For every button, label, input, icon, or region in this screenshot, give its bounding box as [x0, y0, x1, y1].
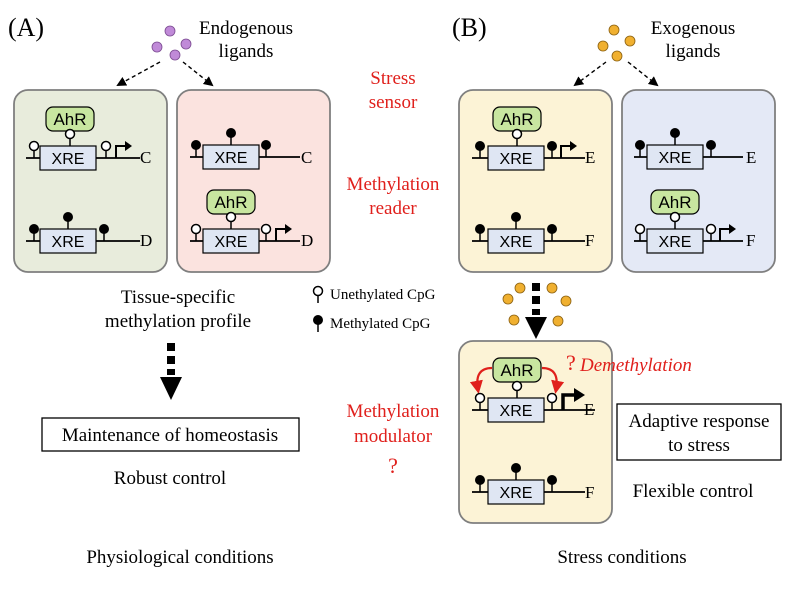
legend-unmethylated: Unethylated CpG [330, 287, 436, 303]
stress-sensor-line1: Stress [370, 68, 415, 89]
ligand-arrow-a-right [182, 61, 214, 87]
svg-text:XRE: XRE [500, 151, 533, 168]
robust-control: Robust control [114, 468, 226, 489]
panel-b-bottom-box: AhR XRE E XRE F [458, 340, 613, 524]
profile-line2: methylation profile [105, 311, 251, 332]
profile-line1: Tissue-specific [121, 287, 235, 308]
svg-text:XRE: XRE [215, 150, 248, 167]
stress-conditions: Stress conditions [557, 547, 686, 568]
svg-text:AhR: AhR [214, 193, 247, 212]
methylation-modulator-line1: Methylation [347, 401, 440, 422]
homeostasis-text: Maintenance of homeostasis [62, 425, 278, 446]
panel-a-label: (A) [8, 13, 44, 42]
methylation-reader-line1: Methylation [347, 174, 440, 195]
gene-d: D [140, 231, 152, 250]
flexible-control: Flexible control [633, 481, 754, 502]
ligand-arrow-b-right [627, 61, 659, 87]
adaptive-response-box [616, 403, 782, 461]
ligand-arrow-a-left [116, 61, 161, 86]
svg-text:XRE: XRE [659, 234, 692, 251]
svg-text:F: F [746, 231, 755, 250]
methylated-cpg-icon [312, 314, 324, 333]
methylation-reader-line2: reader [369, 198, 417, 219]
svg-text:XRE: XRE [500, 403, 533, 420]
physiological-conditions: Physiological conditions [86, 547, 273, 568]
svg-text:XRE: XRE [52, 151, 85, 168]
svg-text:XRE: XRE [215, 234, 248, 251]
panel-b-label: (B) [452, 13, 487, 42]
svg-text:AhR: AhR [500, 110, 533, 129]
modulator-question: ? [388, 453, 398, 478]
svg-text:E: E [584, 400, 594, 419]
exogenous-ligands-icon [597, 24, 636, 62]
panel-a-left-box: AhR XRE C XRE D [13, 89, 168, 273]
svg-text:E: E [585, 148, 595, 167]
svg-text:XRE: XRE [52, 234, 85, 251]
svg-text:C: C [301, 148, 312, 167]
legend: Unethylated CpG Methylated CpG [312, 285, 436, 333]
exogenous-label-line2: ligands [666, 41, 721, 62]
demethylation-arrow-right [541, 366, 565, 394]
endogenous-ligands-icon [151, 25, 192, 61]
svg-text:E: E [746, 148, 756, 167]
endogenous-label-line2: ligands [219, 41, 274, 62]
homeostasis-box [41, 417, 300, 452]
exogenous-label-line1: Exogenous [651, 18, 735, 39]
adaptive-response-line1: Adaptive response [629, 411, 770, 432]
panel-b-left-box: AhR XRE E XRE F [458, 89, 613, 273]
svg-text:AhR: AhR [658, 193, 691, 212]
panel-a-down-arrow [160, 343, 182, 400]
xre-box [39, 145, 97, 171]
svg-text:XRE: XRE [500, 234, 533, 251]
panel-b-right-box: XRE E AhR XRE F [621, 89, 776, 273]
svg-text:D: D [301, 231, 313, 250]
ligand-arrow-b-left [573, 61, 607, 87]
legend-methylated: Methylated CpG [330, 316, 431, 332]
endogenous-label-line1: Endogenous [199, 18, 293, 39]
demethylation-arrow-left [469, 366, 493, 394]
stress-sensor-line2: sensor [369, 92, 418, 113]
methylation-modulator-line2: modulator [354, 426, 433, 447]
demethylation-question: ? [566, 350, 576, 375]
demethylation-label: Demethylation [579, 355, 692, 376]
svg-text:XRE: XRE [659, 150, 692, 167]
svg-text:F: F [585, 231, 594, 250]
svg-text:XRE: XRE [500, 485, 533, 502]
unmethylated-cpg-icon [312, 285, 324, 304]
ahr-label: AhR [53, 110, 86, 129]
gene-c: C [140, 148, 151, 167]
svg-text:AhR: AhR [500, 361, 533, 380]
adaptive-response-line2: to stress [668, 435, 730, 456]
svg-text:F: F [585, 483, 594, 502]
panel-a-right-box: XRE C AhR XRE D [176, 89, 331, 273]
panel-b-down-arrow [502, 282, 572, 339]
